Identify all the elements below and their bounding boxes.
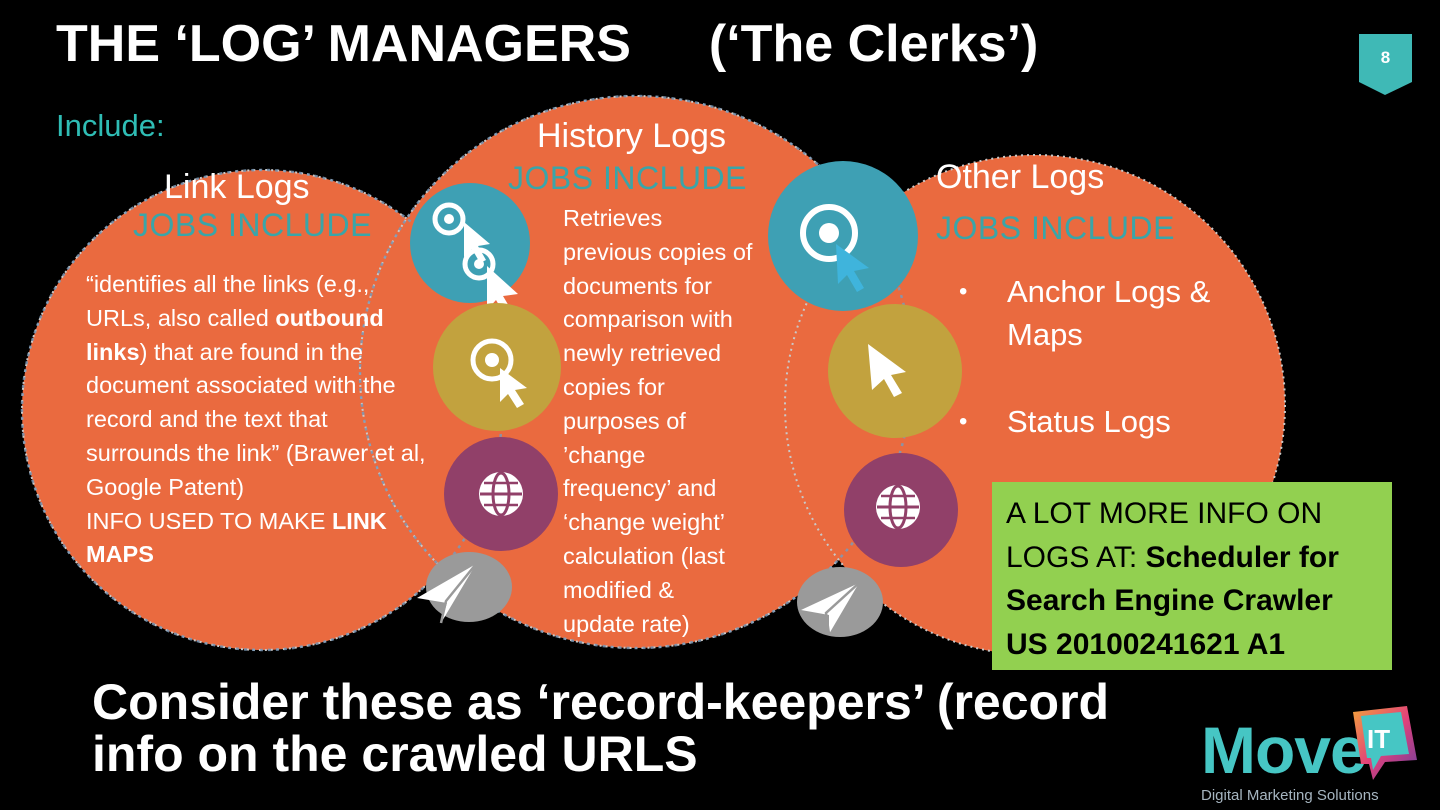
page-number-text: 8 <box>1380 48 1391 67</box>
other-logs-jobs-label: JOBS INCLUDE <box>936 210 1175 246</box>
page-number-badge <box>1359 34 1412 95</box>
logo-badge-icon: IT <box>1353 706 1417 780</box>
history-line: calculation (last <box>563 542 725 569</box>
globe-icon <box>844 453 958 567</box>
link-logs-description: “identifies all the links (e.g., URLs, a… <box>86 268 436 572</box>
paper-plane-icon <box>797 567 883 637</box>
moveit-logo: Move IT Digital Marketing Solutions <box>1195 698 1435 808</box>
link-logs-body-text: “identifies all the links (e.g., URLs, a… <box>86 271 370 331</box>
paper-plane-icon <box>417 552 512 624</box>
footer-line: Consider these as ‘record-keepers’ (reco… <box>92 674 1110 730</box>
logo-tagline: Digital Marketing Solutions <box>1201 787 1379 804</box>
slide-title: THE ‘LOG’ MANAGERS (‘The Clerks’) <box>56 14 1038 74</box>
history-line: Retrieves <box>563 205 663 231</box>
footer-line: info on the crawled URLS <box>92 726 698 782</box>
globe-icon <box>444 437 558 551</box>
other-logs-item: Anchor Logs & Maps <box>959 270 1249 356</box>
logo-wordmark: Move <box>1201 713 1367 787</box>
logo-badge-text: IT <box>1367 724 1390 754</box>
page-number: 8 <box>1359 34 1412 95</box>
history-line: frequency’ and <box>563 475 717 502</box>
history-logs-jobs-label: JOBS INCLUDE <box>508 160 747 196</box>
info-box-text: A LOT MORE INFO ON LOGS AT: <box>1006 497 1323 574</box>
title-aside: (‘The Clerks’) <box>708 15 1039 73</box>
link-logs-jobs-label: JOBS INCLUDE <box>133 207 372 243</box>
history-line: purposes of <box>563 407 686 434</box>
target-cursor-icon <box>768 161 918 311</box>
history-line: update rate) <box>563 610 690 637</box>
info-box: A LOT MORE INFO ON LOGS AT: Scheduler fo… <box>992 482 1392 670</box>
other-logs-list: Anchor Logs & Maps Status Logs <box>959 270 1249 443</box>
history-logs-title: History Logs <box>537 117 726 155</box>
footer-caption: Consider these as ‘record-keepers’ (reco… <box>92 676 1109 780</box>
history-line: modified & <box>563 576 675 603</box>
history-logs-description: Retrieves previous copies of documents f… <box>563 202 752 641</box>
info-box-reference: Scheduler for Search Engine Crawler US 2… <box>1006 540 1339 661</box>
history-line: previous copies of <box>563 238 753 265</box>
double-target-cursor-icon <box>410 183 530 317</box>
link-logs-body-bold: outbound links <box>86 304 384 365</box>
history-line: documents for <box>563 272 712 299</box>
history-line: newly retrieved <box>563 340 722 367</box>
include-label: Include: <box>56 108 165 143</box>
title-main: THE ‘LOG’ MANAGERS <box>56 15 631 73</box>
other-logs-title: Other Logs <box>936 158 1105 196</box>
pointer-arrow-icon <box>828 304 962 438</box>
link-logs-note-bold: LINK MAPS <box>86 507 387 568</box>
target-cursor-icon <box>433 303 561 431</box>
link-logs-note: INFO USED TO MAKE <box>86 507 332 534</box>
other-logs-item: Status Logs <box>959 400 1249 443</box>
history-line: ‘change weight’ <box>563 509 725 536</box>
history-line: comparison with <box>563 306 733 333</box>
link-logs-title: Link Logs <box>164 168 310 206</box>
history-line: ’change <box>563 441 646 468</box>
link-logs-body-text-end: ) that are found in the document associa… <box>86 338 426 500</box>
history-line: copies for <box>563 373 665 400</box>
